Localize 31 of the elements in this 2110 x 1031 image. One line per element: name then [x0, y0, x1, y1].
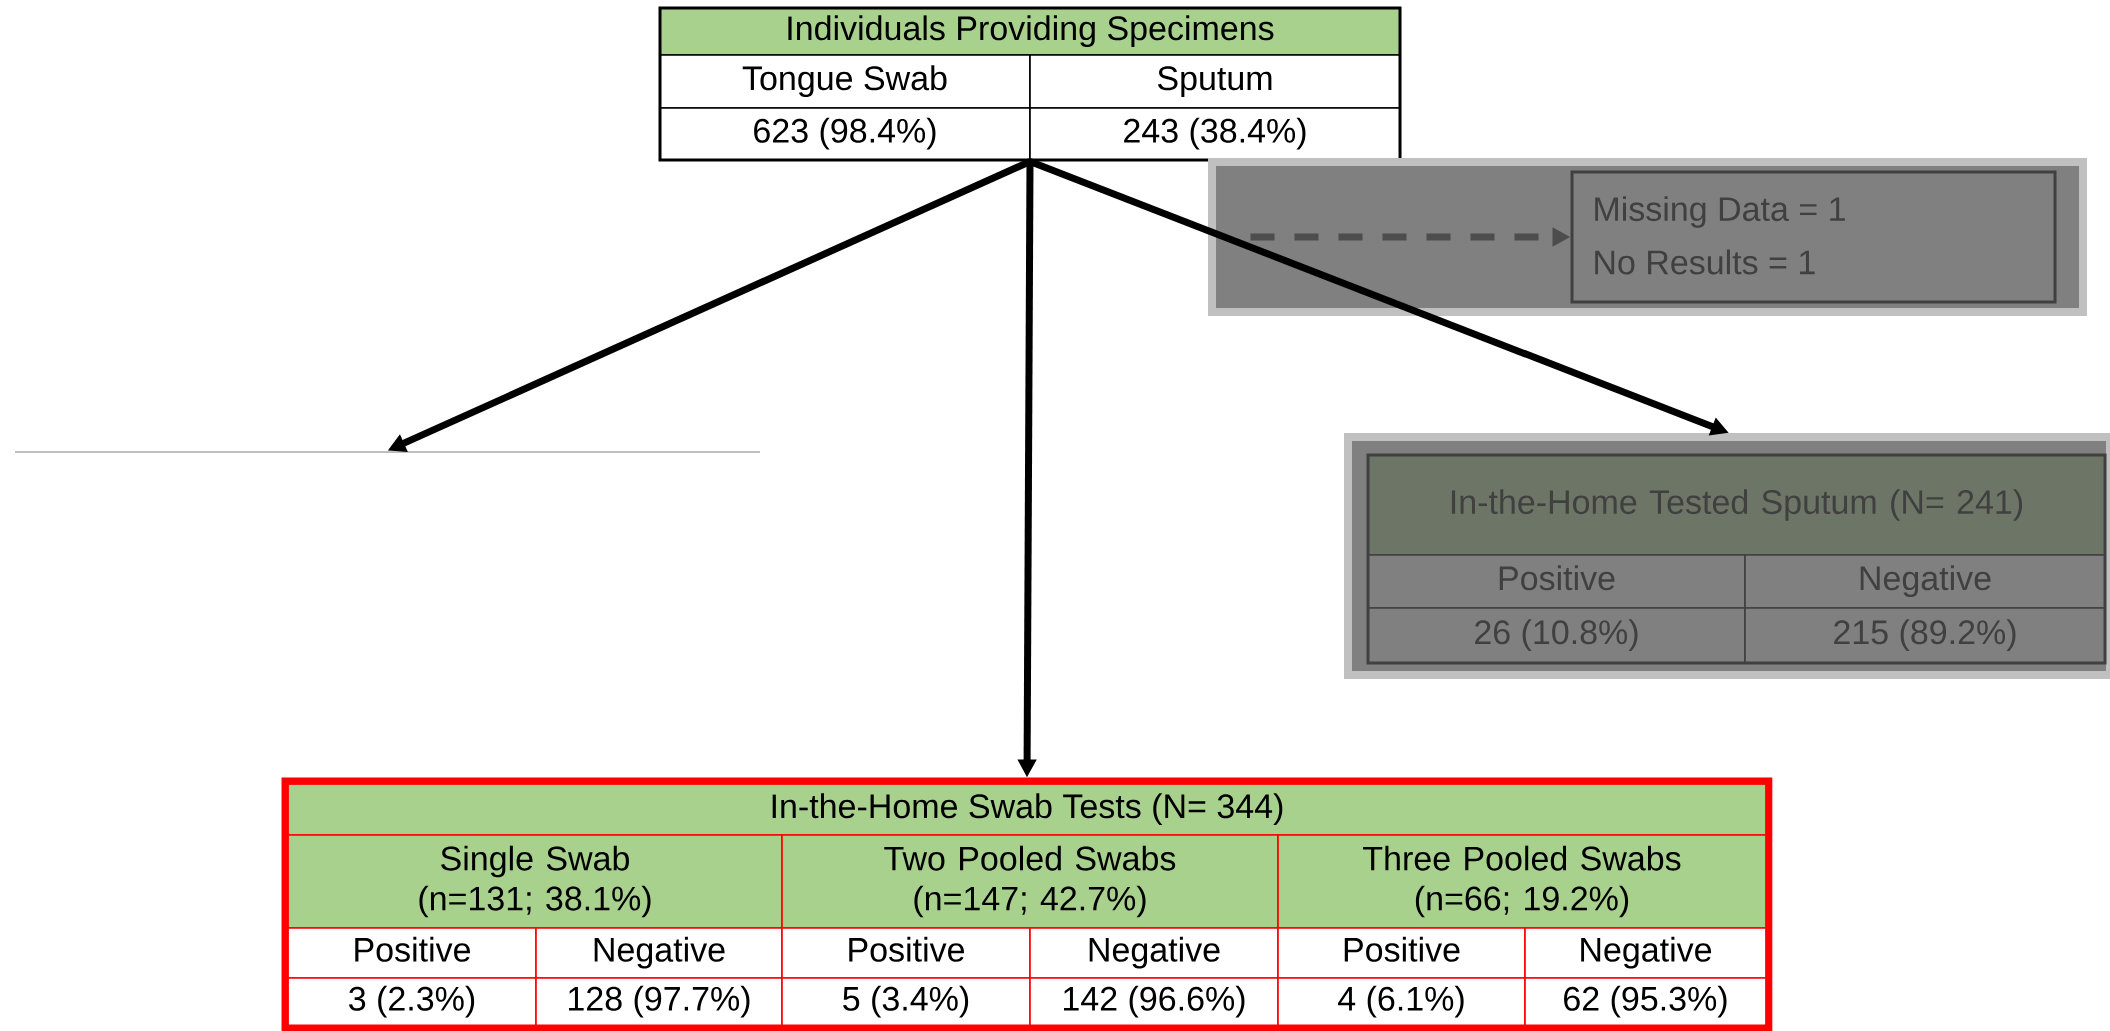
table: [281, 777, 1773, 1031]
note-box: Missing Data = 1 No Results = 1: [1570, 170, 2057, 304]
table-cell: 4 (6.1%): [1277, 977, 1526, 1027]
table: [658, 6, 1402, 162]
table-cell: 215 (89.2%): [1744, 607, 2106, 664]
table-cell: Two Pooled Swabs (n=147; 42.7%): [781, 834, 1279, 929]
table-cell: Individuals Providing Specimens: [659, 7, 1401, 56]
table-cell: Tongue Swab: [659, 54, 1031, 109]
table-cell: 3 (2.3%): [287, 977, 537, 1027]
table-cell: 62 (95.3%): [1524, 977, 1767, 1027]
table-cell: Positive: [1277, 927, 1526, 979]
table-cell: 243 (38.4%): [1029, 107, 1401, 161]
table-cell: Negative: [1524, 927, 1767, 979]
table-cell: Negative: [1029, 927, 1279, 979]
table: [1366, 453, 2107, 665]
shaded-panel: [1208, 158, 2087, 316]
table-cell: 5 (3.4%): [781, 977, 1031, 1027]
table-cell: Single Swab (n=131; 38.1%): [287, 834, 783, 929]
table-cell: Negative: [1744, 554, 2106, 609]
table-cell: 623 (98.4%): [659, 107, 1031, 161]
table-cell: Sputum: [1029, 54, 1401, 109]
table-cell: Positive: [1367, 554, 1746, 609]
table-cell: 128 (97.7%): [535, 977, 783, 1027]
table-cell: In-the-Home Swab Tests (N= 344): [287, 783, 1767, 836]
table-cell: Three Pooled Swabs (n=66; 19.2%): [1277, 834, 1767, 929]
table-cell: Positive: [781, 927, 1031, 979]
table-cell: Positive: [287, 927, 537, 979]
table-cell: 26 (10.8%): [1367, 607, 1746, 664]
horizontal-line: [14, 451, 761, 453]
table-cell: Negative: [535, 927, 783, 979]
table-cell: 142 (96.6%): [1029, 977, 1279, 1027]
